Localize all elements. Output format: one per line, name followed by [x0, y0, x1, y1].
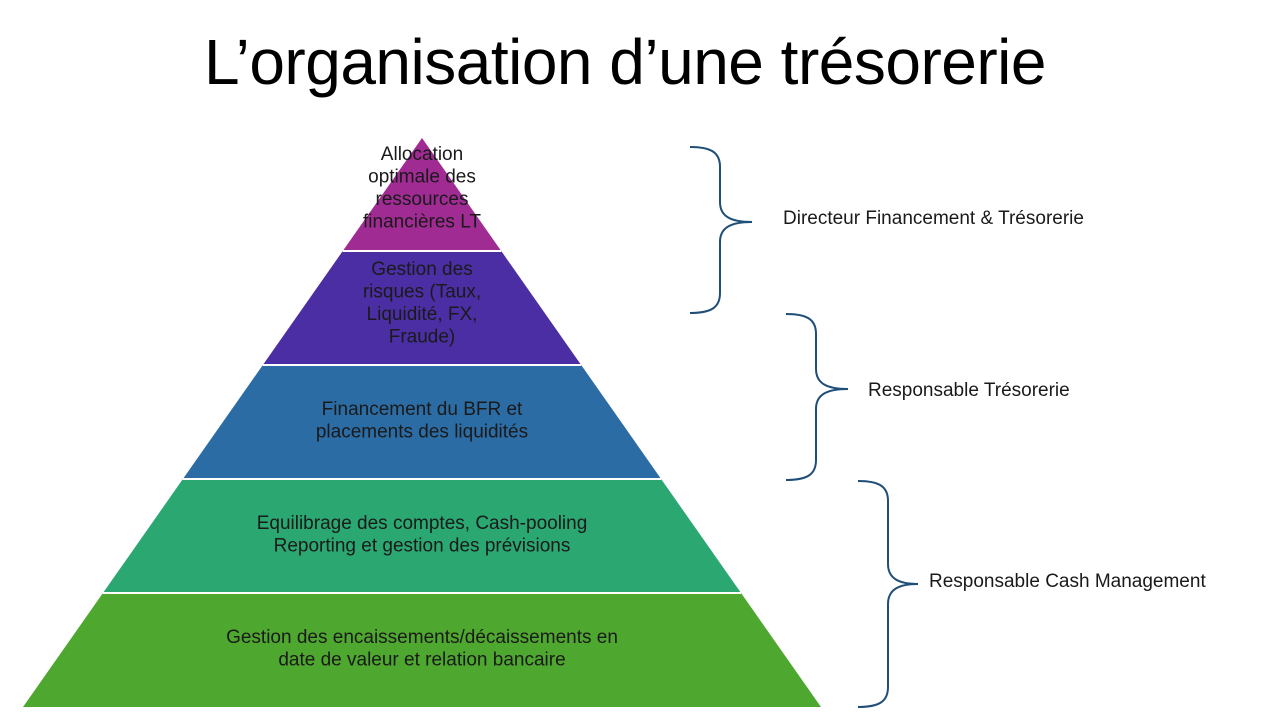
tier-label-risques: Fraude) — [389, 327, 456, 348]
brace-responsable-cash-management — [857, 480, 919, 708]
tier-label-financement: Financement du BFR et — [322, 399, 523, 420]
tier-label-risques: Liquidité, FX, — [367, 304, 478, 325]
tier-label-encaissements: date de valeur et relation bancaire — [278, 650, 565, 671]
brace-responsable-tresorerie — [785, 313, 849, 481]
pyramid-tier-allocation — [342, 138, 502, 251]
pyramid — [23, 138, 821, 707]
brace-directeur-financement-tresorerie — [689, 146, 753, 314]
role-braces — [689, 146, 919, 708]
tier-label-allocation: financières LT — [363, 212, 481, 233]
pyramid-tier-equilibrage — [102, 479, 742, 593]
tier-label-allocation: ressources — [376, 189, 469, 210]
pyramid-tier-financement — [182, 365, 662, 479]
role-label-responsable-tresorerie: Responsable Trésorerie — [868, 380, 1070, 401]
tier-label-risques: risques (Taux, — [363, 282, 481, 303]
role-labels: Directeur Financement & TrésorerieRespon… — [783, 208, 1206, 592]
role-label-directeur-financement-tresorerie: Directeur Financement & Trésorerie — [783, 208, 1084, 229]
tier-label-equilibrage: Equilibrage des comptes, Cash-pooling — [257, 513, 588, 534]
tier-label-risques: Gestion des — [371, 259, 472, 280]
pyramid-tier-encaissements — [23, 593, 821, 707]
tier-label-allocation: Allocation — [381, 144, 463, 165]
tier-label-financement: placements des liquidités — [316, 422, 528, 443]
tier-label-encaissements: Gestion des encaissements/décaissements … — [226, 627, 618, 648]
pyramid-tier-risques — [262, 251, 582, 365]
slide-title: L’organisation d’une trésorerie — [204, 26, 1046, 98]
tier-label-equilibrage: Reporting et gestion des prévisions — [274, 536, 571, 557]
tier-label-allocation: optimale des — [368, 167, 476, 188]
role-label-responsable-cash-management: Responsable Cash Management — [929, 571, 1206, 592]
